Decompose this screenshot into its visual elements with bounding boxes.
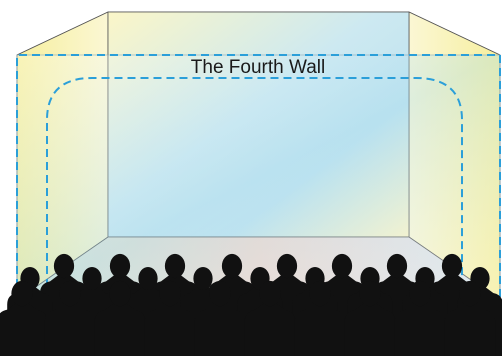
audience-head <box>221 253 243 279</box>
audience-head <box>259 280 281 307</box>
audience-member <box>194 303 246 356</box>
audience-member <box>444 303 496 356</box>
audience-head <box>82 266 102 290</box>
audience-head <box>159 280 181 307</box>
audience-head <box>53 253 75 279</box>
fourth-wall-label: The Fourth Wall <box>191 57 325 78</box>
audience-member <box>344 303 396 356</box>
audience-head <box>441 253 463 279</box>
audience-member <box>144 303 196 356</box>
audience-head <box>138 266 158 290</box>
audience-head <box>359 280 381 307</box>
audience-head <box>459 280 481 307</box>
audience-head <box>409 280 431 307</box>
audience-head <box>209 280 231 307</box>
audience-head <box>386 253 408 279</box>
audience-member <box>394 303 446 356</box>
audience-head <box>164 253 186 279</box>
audience-head <box>193 266 213 290</box>
audience-head <box>309 280 331 307</box>
audience-head <box>109 253 131 279</box>
audience-head <box>59 280 81 307</box>
audience-member <box>244 303 296 356</box>
fourth-wall-inner-dash <box>46 77 463 300</box>
audience-member <box>0 303 48 356</box>
audience-head <box>276 253 298 279</box>
audience-head <box>109 280 131 307</box>
fourth-wall-plane <box>16 54 501 301</box>
audience-member <box>94 303 146 356</box>
audience-member <box>294 303 346 356</box>
audience-head <box>331 253 353 279</box>
audience-silhouettes <box>0 253 502 356</box>
audience-member <box>44 303 96 356</box>
audience-head <box>11 280 33 307</box>
fourth-wall-outer-dash <box>16 54 501 300</box>
